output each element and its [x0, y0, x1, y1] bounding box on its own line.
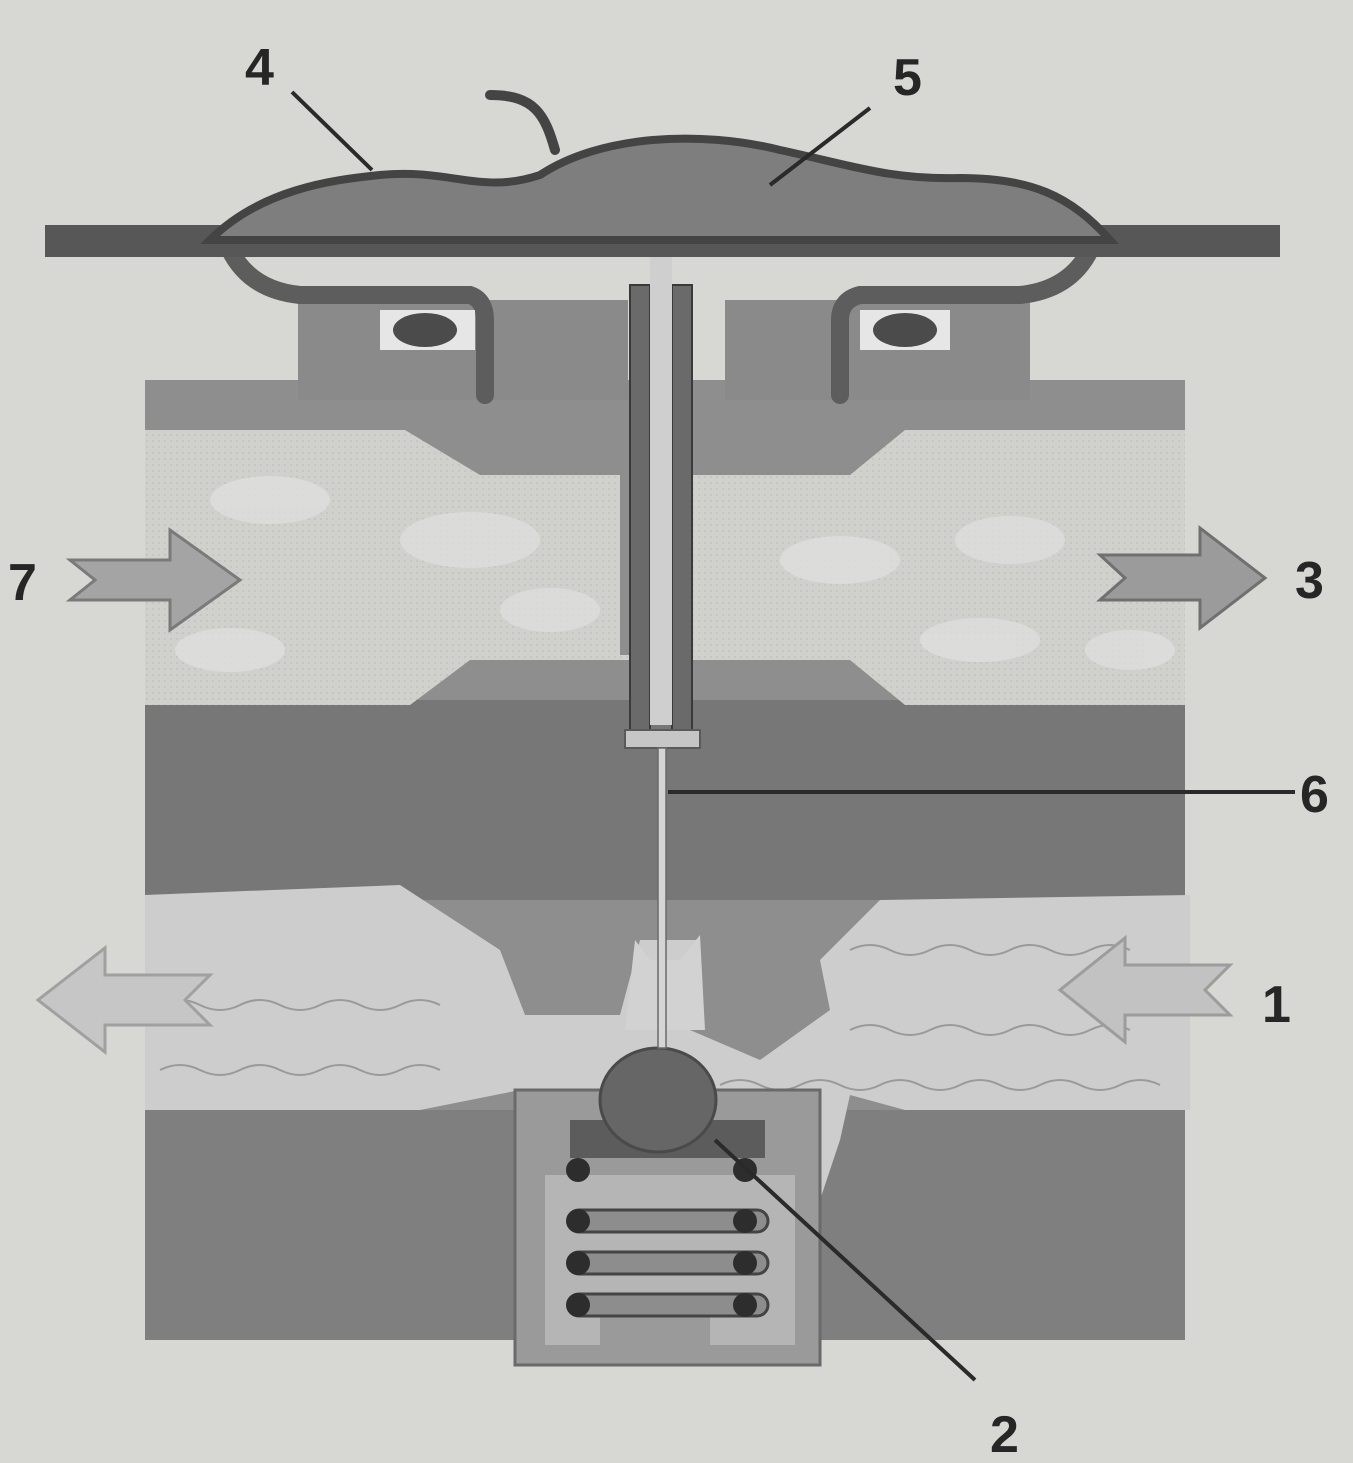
callout-4: 4	[245, 39, 274, 97]
arrow-in-7	[65, 527, 243, 633]
diaphragm-head	[200, 134, 1119, 244]
callout-3: 3	[1295, 552, 1324, 610]
arrow-out-left	[35, 944, 214, 1056]
flow-arrows	[35, 524, 1268, 1056]
callout-7: 7	[8, 554, 37, 612]
o-rings	[380, 310, 950, 350]
diaphragm-pipes	[221, 241, 1099, 404]
capillary-tube	[485, 90, 560, 155]
callout-6: 6	[1300, 766, 1329, 824]
callout-2: 2	[990, 1406, 1019, 1463]
arrow-out-3	[1096, 524, 1268, 632]
callout-5: 5	[893, 49, 922, 107]
callout-1: 1	[1262, 976, 1291, 1034]
liquid-texture	[159, 944, 1161, 1091]
vapour-texture	[175, 476, 1175, 672]
push-rod	[624, 255, 701, 1049]
lower-passage	[145, 885, 1190, 1200]
ball-valve	[598, 1046, 718, 1154]
leader-lines	[290, 90, 1295, 1382]
arrow-in-1	[1057, 934, 1234, 1046]
